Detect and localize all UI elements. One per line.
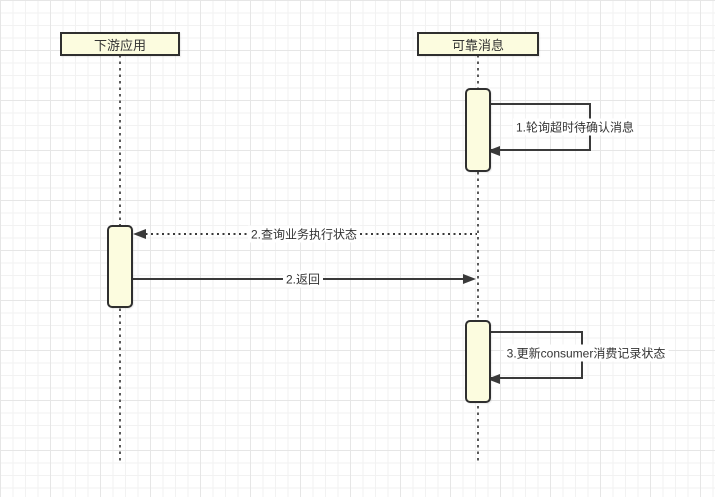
arrowhead-left-icon <box>133 229 146 239</box>
message-label-return[interactable]: 2.返回 <box>282 270 324 288</box>
lifeline-header-label: 可靠消息 <box>451 37 504 53</box>
activation-bar-downstream-app[interactable] <box>107 225 133 308</box>
arrowhead-right-icon <box>463 274 476 284</box>
lifeline-reliable-message <box>477 55 479 462</box>
message-label-3[interactable]: 3.更新consumer消费记录状态 <box>503 344 669 362</box>
lifeline-header-reliable-message[interactable]: 可靠消息 <box>417 32 539 56</box>
activation-bar-reliable-message-1[interactable] <box>465 88 491 172</box>
activation-bar-reliable-message-2[interactable] <box>465 320 491 403</box>
message-label-2[interactable]: 2.查询业务执行状态 <box>247 225 361 243</box>
message-label-1[interactable]: 1.轮询超时待确认消息 <box>512 118 638 136</box>
arrowhead-left-icon <box>487 374 500 384</box>
lifeline-header-label: 下游应用 <box>93 37 146 53</box>
lifeline-header-downstream-app[interactable]: 下游应用 <box>60 32 180 56</box>
arrowhead-left-icon <box>487 146 500 156</box>
